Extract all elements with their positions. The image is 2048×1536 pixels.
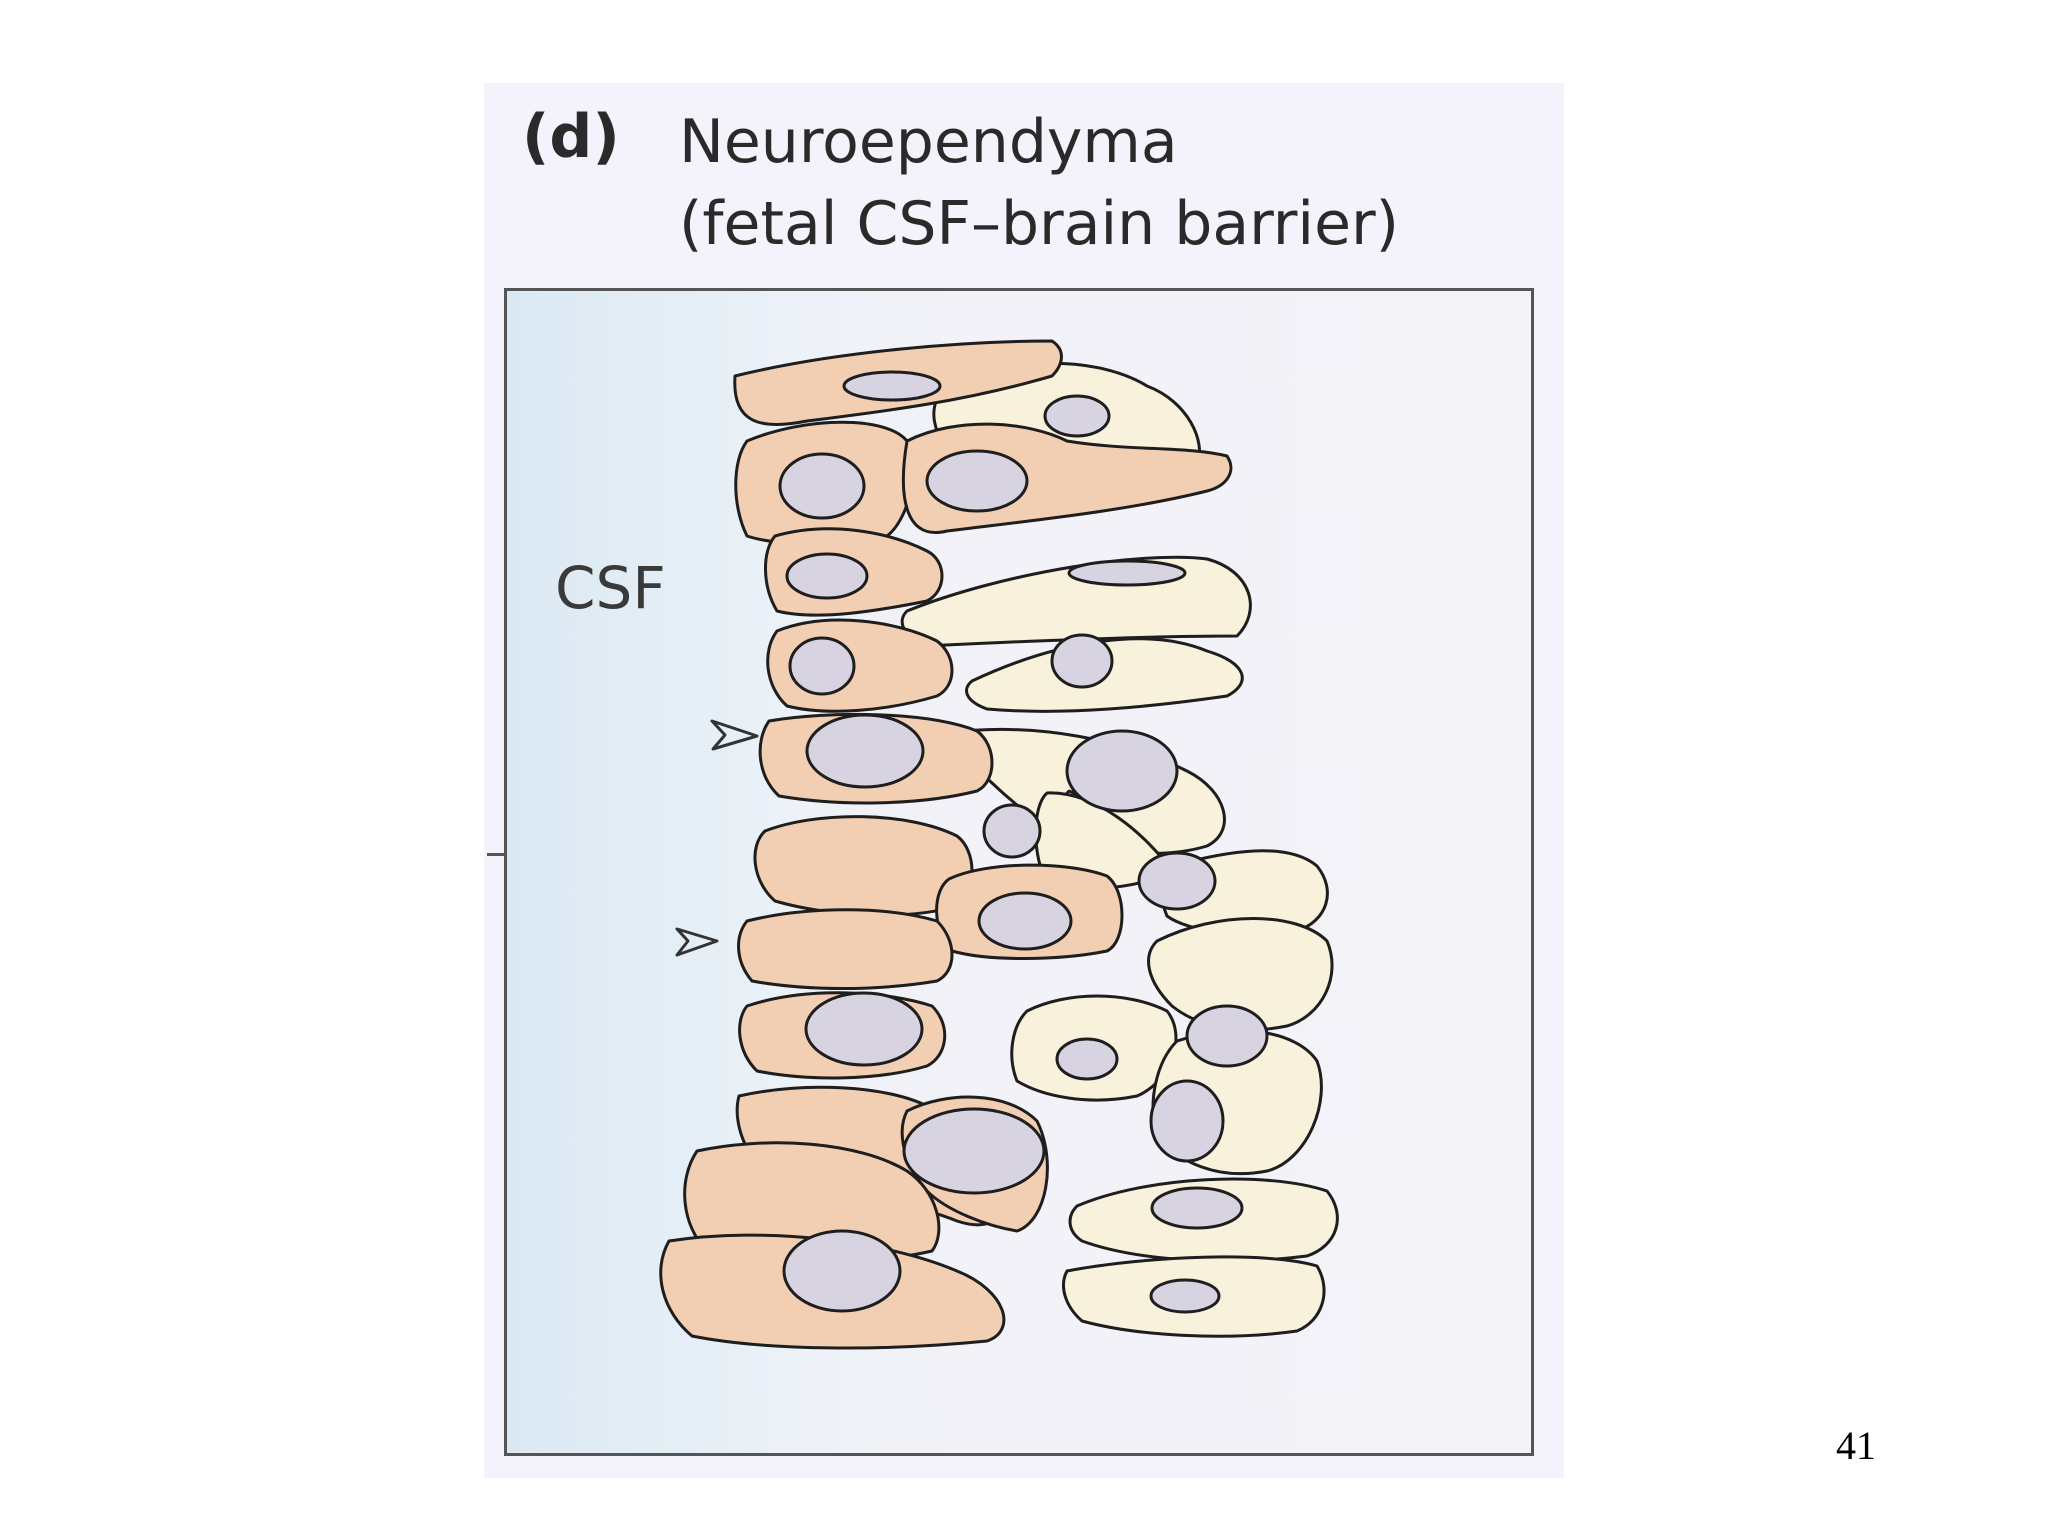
figure-title: Neuroependyma (fetal CSF–brain barrier) bbox=[679, 101, 1399, 265]
title-line-2: (fetal CSF–brain barrier) bbox=[679, 189, 1400, 259]
nucleus bbox=[785, 552, 869, 600]
neuroependyma-figure: (d) Neuroependyma (fetal CSF–brain barri… bbox=[484, 83, 1564, 1478]
nucleus bbox=[788, 636, 856, 696]
margin-tick-mark bbox=[487, 853, 507, 856]
junction-arrowhead bbox=[710, 719, 759, 751]
nucleus bbox=[1149, 1278, 1221, 1314]
nucleus bbox=[925, 449, 1029, 513]
nucleus bbox=[1055, 1037, 1119, 1081]
page-number: 41 bbox=[1836, 1423, 1876, 1468]
nucleus bbox=[782, 1229, 902, 1313]
csf-label: CSF bbox=[555, 554, 666, 622]
cell-layer-illustration bbox=[659, 339, 1339, 1350]
nucleus bbox=[1150, 1186, 1244, 1230]
nucleus bbox=[982, 803, 1042, 859]
nucleus bbox=[1137, 851, 1217, 911]
panel-letter: (d) bbox=[522, 102, 620, 172]
nucleus bbox=[778, 452, 866, 520]
nucleus bbox=[1043, 394, 1111, 438]
nucleus bbox=[842, 370, 942, 402]
nucleus bbox=[902, 1107, 1046, 1195]
nucleus bbox=[1067, 559, 1187, 587]
nucleus bbox=[805, 713, 925, 789]
nucleus bbox=[1065, 729, 1179, 813]
title-line-1: Neuroependyma bbox=[679, 107, 1178, 177]
nucleus bbox=[804, 991, 924, 1067]
nucleus bbox=[1050, 633, 1114, 689]
nucleus bbox=[1149, 1079, 1225, 1163]
nucleus bbox=[977, 891, 1073, 951]
diagram-frame: CSF bbox=[504, 288, 1534, 1456]
nucleus bbox=[1185, 1004, 1269, 1068]
ependymal-cell bbox=[737, 908, 954, 990]
junction-arrowhead bbox=[675, 927, 719, 957]
neural-cell bbox=[1147, 917, 1334, 1032]
